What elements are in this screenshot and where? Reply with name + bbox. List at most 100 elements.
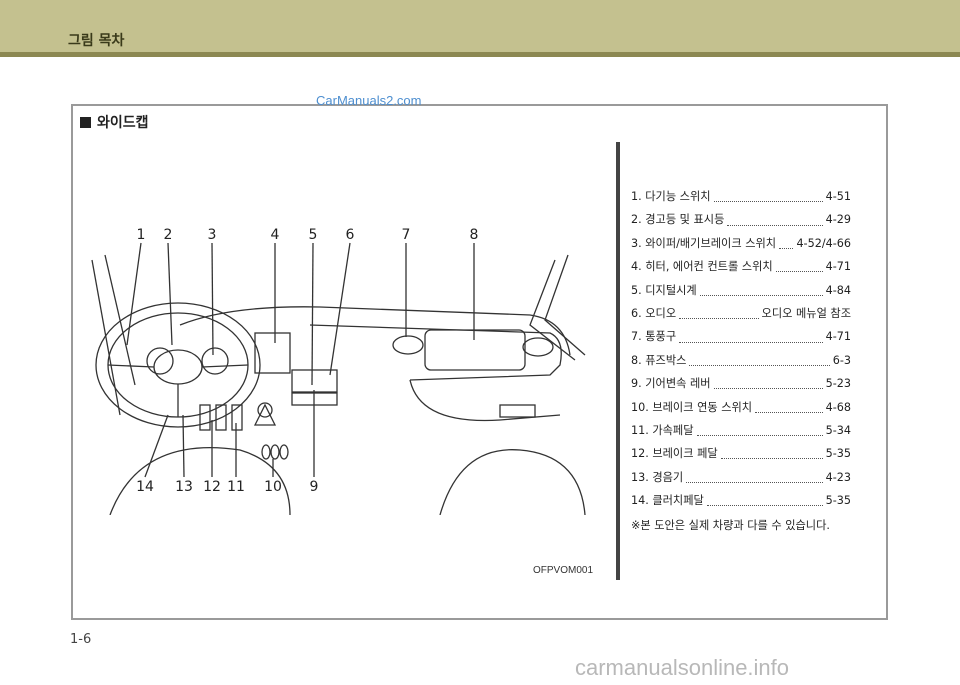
- header-band: [0, 0, 960, 52]
- legend-item: 1. 다기능 스위치 4-51: [631, 188, 851, 211]
- legend-page: 오디오 메뉴얼 참조: [761, 306, 851, 320]
- pedal-clutch: [199, 404, 211, 431]
- right-pillar-inner: [544, 254, 586, 356]
- glovebox-lid: [424, 329, 526, 371]
- legend-page: 4-71: [825, 260, 851, 274]
- legend-label: 10. 브레이크 연동 스위치: [631, 400, 753, 414]
- watermark-top[interactable]: CarManuals2.com: [316, 93, 422, 108]
- left-pillar-line: [91, 259, 121, 416]
- legend-label: 6. 오디오: [631, 306, 677, 320]
- legend-page: 4-51: [825, 190, 851, 203]
- legend-label: 12. 브레이크 페달: [631, 447, 718, 461]
- hvac-panel: [254, 332, 291, 374]
- legend-page: 4-84: [825, 283, 851, 297]
- divider-bar: [616, 142, 620, 580]
- leader-dots: [696, 435, 823, 437]
- callout-bottom-12: 12: [203, 479, 221, 495]
- legend-page: 5-34: [825, 423, 851, 437]
- legend-item: 6. 오디오 오디오 메뉴얼 참조: [631, 305, 851, 328]
- leader-dots: [679, 318, 759, 320]
- callout-top-8: 8: [470, 227, 479, 243]
- gauge-left: [146, 347, 174, 375]
- legend-item: 3. 와이퍼/배기브레이크 스위치 4-52/4-66: [631, 235, 851, 258]
- switch-a: [261, 444, 271, 460]
- legend-item: 8. 퓨즈박스 6-3: [631, 352, 851, 375]
- steering-hub: [153, 349, 203, 385]
- pedal-brake: [215, 404, 227, 431]
- legend-item: 11. 가속페달 5-34: [631, 422, 851, 445]
- legend-label: 13. 경음기: [631, 470, 684, 484]
- legend-label: 4. 히터, 에어컨 컨트롤 스위치: [631, 260, 773, 274]
- leader-dots: [755, 411, 823, 413]
- section-title: 와이드캡: [80, 112, 149, 132]
- legend-page: 5-35: [825, 447, 851, 461]
- legend-item: 12. 브레이크 페달 5-35: [631, 445, 851, 468]
- leader-dots: [689, 364, 830, 366]
- seat-left: [109, 447, 291, 515]
- legend-note: ※본 도안은 실제 차량과 다를 수 있습니다.: [631, 519, 830, 533]
- callout-bottom-11: 11: [227, 479, 245, 495]
- callout-top-2: 2: [164, 227, 173, 243]
- leader-dots: [706, 505, 823, 507]
- header-title: 그림 목차: [68, 33, 125, 49]
- legend-label: 9. 기어변속 레버: [631, 377, 711, 391]
- legend-page: 5-23: [825, 377, 851, 391]
- legend-label: 1. 다기능 스위치: [631, 190, 711, 203]
- callout-top-3: 3: [208, 227, 217, 243]
- legend-label: 5. 디지털시계: [631, 283, 697, 297]
- dashboard-illustration: 1 2 3 4 5 6 7 8 14 13 12 11 10 9: [91, 227, 586, 515]
- callout-top-5: 5: [309, 227, 318, 243]
- header-rule: [0, 52, 960, 57]
- vent-right: [522, 337, 554, 357]
- leader-dots: [779, 247, 794, 249]
- callout-top-6: 6: [346, 227, 355, 243]
- legend-label: 8. 퓨즈박스: [631, 353, 687, 367]
- legend-page: 4-68: [825, 400, 851, 414]
- square-bullet-icon: [80, 116, 91, 128]
- legend-item: 10. 브레이크 연동 스위치 4-68: [631, 399, 851, 422]
- figure-frame: [71, 104, 888, 620]
- gauge-right: [201, 347, 229, 375]
- legend-label: 11. 가속페달: [631, 423, 694, 437]
- lower-dash: [409, 379, 561, 422]
- left-pillar-inner: [104, 254, 136, 386]
- callout-bottom-14: 14: [136, 479, 154, 495]
- switch-c: [279, 444, 289, 460]
- leader-dots: [720, 458, 823, 460]
- leader-dots: [713, 388, 823, 390]
- leader-dots: [727, 224, 823, 226]
- steering-wheel-outer: [95, 302, 261, 428]
- legend-label: 3. 와이퍼/배기브레이크 스위치: [631, 236, 777, 250]
- legend-label: 14. 클러치페달: [631, 494, 704, 508]
- callout-bottom-10: 10: [264, 479, 282, 495]
- fuse-box: [499, 404, 536, 418]
- leader-dots: [699, 294, 823, 296]
- figure-code: OFPVOM001: [533, 565, 594, 576]
- dashboard-panel: [309, 324, 562, 381]
- legend-label: 7. 통풍구: [631, 330, 677, 344]
- seat-right: [439, 449, 586, 515]
- legend-label: 2. 경고등 및 표시등: [631, 213, 725, 227]
- callout-bottom-13: 13: [175, 479, 193, 495]
- section-title-text: 와이드캡: [97, 115, 149, 131]
- leader-dots: [686, 481, 823, 483]
- callout-top-4: 4: [271, 227, 280, 243]
- legend-page: 4-52/4-66: [796, 236, 851, 250]
- watermark-bottom[interactable]: carmanualsonline.info: [575, 655, 790, 680]
- steering-spokes: [107, 364, 249, 417]
- switch-b: [270, 444, 280, 460]
- dashboard-top: [179, 306, 571, 356]
- callout-bottom-9: 9: [310, 479, 319, 495]
- callout-top-7: 7: [402, 227, 411, 243]
- legend-item: 5. 디지털시계 4-84: [631, 282, 851, 305]
- legend-item: 4. 히터, 에어컨 컨트롤 스위치 4-71: [631, 258, 851, 281]
- gear-knob: [257, 402, 273, 418]
- callout-top-1: 1: [137, 227, 146, 243]
- right-pillar-line: [529, 259, 576, 361]
- legend-page: 6-3: [832, 353, 851, 367]
- pedal-accel: [231, 404, 243, 431]
